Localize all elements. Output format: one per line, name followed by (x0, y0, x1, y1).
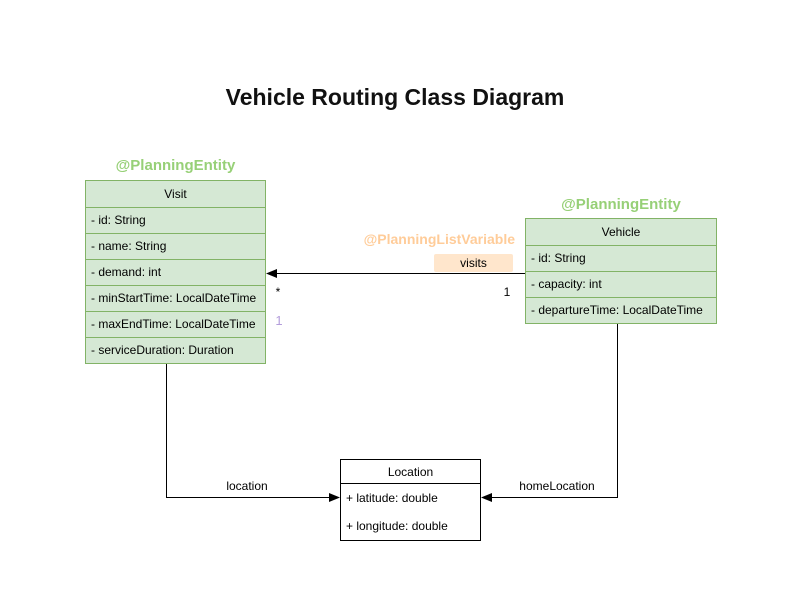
edge-home-location (481, 322, 618, 502)
class-vehicle-attr: - id: String (526, 245, 716, 271)
edge-label-visits: visits (434, 254, 513, 272)
edge-location (166, 362, 340, 502)
class-vehicle-name: Vehicle (601, 225, 641, 239)
class-vehicle: Vehicle - id: String - capacity: int - d… (525, 218, 717, 324)
diagram-title: Vehicle Routing Class Diagram (225, 84, 565, 110)
class-visit-attr: - maxEndTime: LocalDateTime (86, 311, 265, 337)
class-visit-attr: - demand: int (86, 259, 265, 285)
arrowhead-location (329, 493, 340, 502)
class-vehicle-attr: - capacity: int (526, 271, 716, 297)
class-location-attr: + latitude: double (346, 491, 438, 505)
annotation-planning-entity-vehicle: @PlanningEntity (561, 196, 681, 213)
class-location-name: Location (341, 460, 480, 484)
multiplicity-vehicle-side: 1 (499, 285, 515, 299)
class-visit: Visit - id: String - name: String - dema… (85, 180, 266, 364)
arrowhead-visits (266, 269, 277, 278)
arrowhead-home-location (481, 493, 492, 502)
class-visit-attr: - serviceDuration: Duration (86, 337, 265, 363)
class-visit-attr: - id: String (86, 207, 265, 233)
edge-label-location: location (187, 479, 307, 493)
multiplicity-visit-side: * (270, 285, 286, 299)
edge-label-home-location: homeLocation (497, 479, 617, 493)
class-vehicle-attr: - departureTime: LocalDateTime (526, 297, 716, 323)
list-index-label: 1 (271, 313, 287, 328)
class-visit-attr: - name: String (86, 233, 265, 259)
annotation-planning-list-variable: @PlanningListVariable (363, 231, 515, 247)
class-visit-name: Visit (164, 187, 187, 201)
class-visit-attr: - minStartTime: LocalDateTime (86, 285, 265, 311)
class-location: Location + latitude: double + longitude:… (340, 459, 481, 541)
class-location-attr: + longitude: double (346, 519, 448, 533)
edge-visits (266, 269, 525, 278)
annotation-planning-entity-visit: @PlanningEntity (115, 157, 236, 174)
